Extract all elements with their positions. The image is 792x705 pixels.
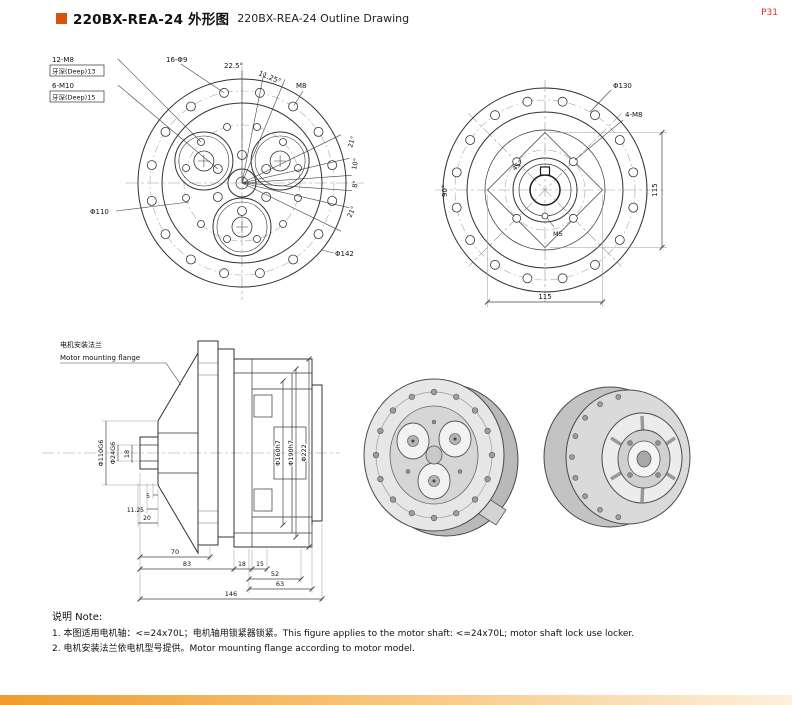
section-body-internals (234, 359, 312, 547)
note-line-2: 2. 电机安装法兰依电机型号提供。Motor mounting flange a… (52, 643, 415, 654)
label-18: 18 (238, 561, 246, 568)
section-shaft-housing (139, 436, 159, 470)
label-flange-cn: 电机安装法兰 (60, 340, 102, 349)
section-mount-plate (197, 340, 219, 546)
label-m8: M8 (296, 82, 307, 90)
page-title-cn: 220BX-REA-24 外形图 (73, 12, 230, 28)
notes-block: 说明 Note: 1. 本图适用电机轴：<=24x70L；电机轴用锁紧器锁紧。T… (52, 608, 762, 657)
label-115-bottom: 115 (538, 293, 551, 301)
label-8deg: 8° (351, 180, 360, 188)
rear-square-flange (487, 132, 603, 248)
iso-rear-3d-view (543, 386, 691, 528)
label-12-m8: 12-M8 (52, 56, 74, 64)
section-flange-leader (60, 362, 182, 386)
label-dia160: Φ160h7 (274, 440, 282, 466)
label-flange-en: Motor mounting flange (60, 354, 140, 362)
page-title-en: 220BX-REA-24 Outline Drawing (237, 11, 410, 25)
label-10deg: 10° (350, 157, 360, 170)
section-spacer-plate (217, 348, 235, 538)
label-6-m10: 6-M10 (52, 82, 74, 90)
section-dia-dims: Φ160h7 Φ190h7 Φ222 (273, 356, 312, 550)
label-21deg-a: 21° (346, 135, 357, 148)
page-number: P31 (761, 8, 778, 18)
rear-hub-outer (512, 157, 578, 223)
iso-b-hub-holes (627, 440, 661, 478)
front-rim-holes-16 (146, 87, 338, 279)
notes-heading: 说明 Note: (52, 612, 103, 623)
iso-b-center-bore (636, 450, 652, 468)
label-70: 70 (171, 548, 179, 556)
front-view-drawing: 12-M8 牙深(Deep)13 6-M10 牙深(Deep)15 16-Φ9 … (49, 56, 364, 300)
section-plate-hole-lines (198, 362, 218, 524)
iso-a-center-hub (425, 445, 443, 465)
rear-body-circle (466, 111, 624, 269)
section-left-dims: Φ110G6 Φ24G6 18 (96, 420, 158, 486)
label-deep13-box (49, 64, 105, 77)
page-header: 220BX-REA-24 外形图 220BX-REA-24 Outline Dr… (56, 8, 409, 28)
label-dia190: Φ190h7 (287, 440, 295, 466)
rear-outer-circle (442, 87, 648, 293)
front-planet-gears (174, 131, 310, 257)
iso-front-3d-view (363, 378, 519, 537)
label-83: 83 (183, 560, 191, 568)
label-63: 63 (276, 580, 284, 588)
section-output-cover (311, 384, 323, 522)
label-m5: M5 (553, 230, 563, 238)
label-146: 146 (225, 590, 237, 598)
rear-view-drawing: 115 115 Φ130 4-M8 45° 90° M5 (435, 80, 667, 307)
title-bullet-square (56, 12, 67, 24)
front-m8-holes-12 (182, 123, 302, 243)
rear-m8-bolt-circle (504, 149, 586, 231)
label-deep13: 牙深(Deep)13 (52, 67, 95, 76)
section-bell-bores (158, 432, 198, 474)
label-20: 20 (143, 515, 151, 522)
label-dia222: Φ222 (300, 444, 308, 462)
section-view-drawing: 电机安装法兰 Motor mounting flange (42, 340, 340, 602)
label-90deg: 90° (441, 185, 449, 197)
rear-centerlines (435, 80, 665, 305)
iso-a-rim-holes (372, 388, 496, 522)
rear-keyway (539, 166, 551, 176)
label-11-25: 11.25 (127, 507, 144, 514)
label-115-right: 115 (651, 183, 659, 196)
label-deep15-box (49, 90, 105, 103)
front-angle-fan-lines (241, 71, 352, 232)
front-leader-lines (115, 58, 335, 254)
rear-inner-circle (484, 129, 606, 251)
rear-dim-115-right: 115 (550, 129, 667, 251)
label-18-side: 18 (123, 450, 131, 458)
iso-b-rim-holes (569, 394, 622, 520)
label-dia142: Φ142 (335, 250, 354, 258)
label-dia130: Φ130 (613, 82, 632, 90)
bottom-accent-bar (0, 695, 792, 705)
rear-leader-lines (546, 89, 624, 228)
section-extension-lines (137, 473, 323, 601)
section-bottom-dims: 5 11.25 20 70 83 18 15 52 63 146 (127, 473, 325, 602)
rear-dim-115-bottom: 115 (484, 195, 606, 307)
note-line-1: 1. 本图适用电机轴：<=24x70L；电机轴用锁紧器锁紧。This figur… (52, 629, 635, 639)
label-5: 5 (146, 493, 150, 500)
label-22-5deg: 22.5° (224, 62, 243, 70)
iso-a-planet-gears (396, 420, 472, 500)
label-dia110: Φ110 (90, 208, 109, 216)
front-m10-holes-6 (212, 150, 272, 216)
label-deep15: 牙深(Deep)15 (52, 93, 95, 102)
rear-bolt-circle (454, 99, 636, 281)
label-52: 52 (271, 570, 279, 578)
label-4-m8: 4-M8 (625, 111, 642, 119)
rear-rim-holes-16 (451, 96, 639, 284)
label-15: 15 (256, 561, 264, 568)
label-dia24g6: Φ24G6 (109, 442, 117, 465)
section-shaft-bore-lines (140, 444, 158, 462)
label-16-d9: 16-Φ9 (166, 56, 187, 64)
rear-m5-hole (541, 212, 549, 220)
label-dia110g6: Φ110G6 (97, 440, 105, 467)
